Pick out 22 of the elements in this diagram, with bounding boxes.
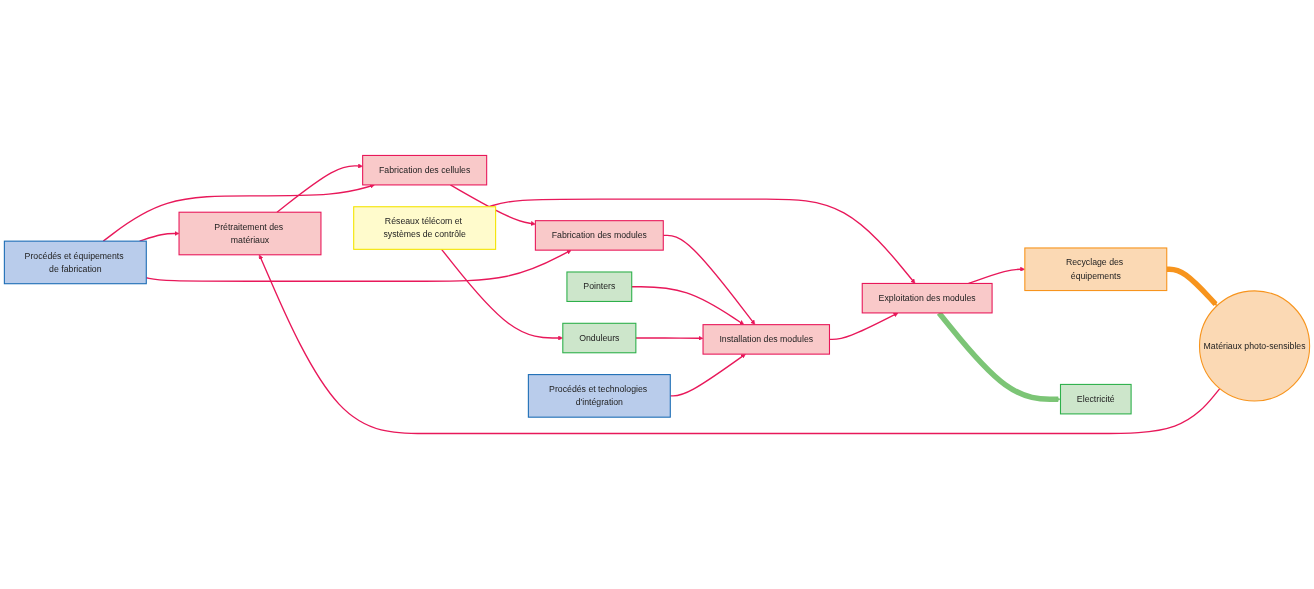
arrow bbox=[635, 335, 704, 341]
node-box: Pointers bbox=[566, 271, 633, 302]
node-box: Fabrication des cellules bbox=[362, 154, 488, 186]
node-box: Réseaux télécom et systèmes de contrôle bbox=[353, 206, 497, 250]
node-box: Recyclage des équipements bbox=[1024, 247, 1168, 292]
node-box: Fabrication des modules bbox=[534, 220, 664, 251]
arrow bbox=[276, 163, 363, 213]
node-box: Installation des modules bbox=[702, 324, 831, 355]
arrow bbox=[102, 183, 375, 242]
arrow bbox=[440, 248, 563, 341]
node-box: Procédés et équipements de fabrication bbox=[3, 240, 147, 285]
node-box: Exploitation des modules bbox=[861, 282, 993, 314]
node-box: Electricité bbox=[1059, 383, 1132, 415]
arrow bbox=[936, 311, 1061, 402]
node-box: Prétraitement des matériaux bbox=[178, 211, 322, 256]
node-box: Onduleurs bbox=[562, 322, 637, 354]
arrow bbox=[631, 286, 745, 325]
node-circle: Matériaux photo-sensibles bbox=[1198, 290, 1311, 402]
arrow bbox=[449, 184, 536, 226]
arrow bbox=[258, 254, 1221, 435]
node-box: Procédés et technologies d'intégration bbox=[527, 374, 671, 418]
arrow bbox=[1166, 266, 1218, 306]
